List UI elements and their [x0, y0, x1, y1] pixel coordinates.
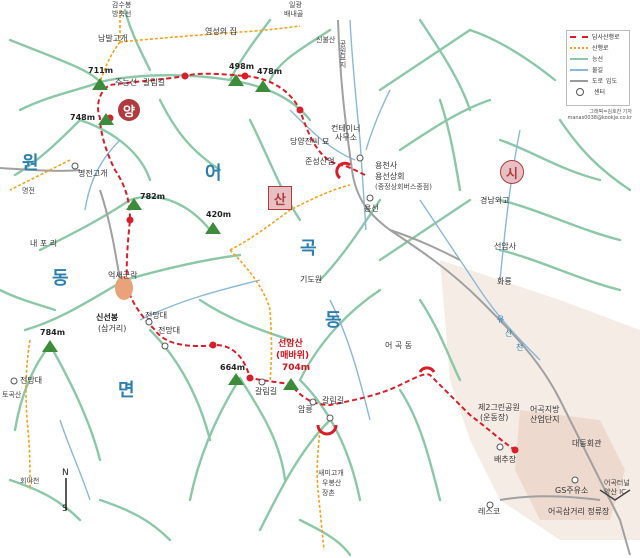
region-badge-yang: 양: [118, 99, 140, 121]
peak-711: 711m: [88, 66, 114, 75]
place-myeongjeon-l: 명전: [22, 187, 35, 195]
place-eogok-bridge: 어곡지방: [530, 405, 560, 414]
place-eogok-stop: 어곡삼거리 정류장: [548, 507, 610, 516]
main-route: [97, 72, 516, 451]
place-gijeok: 기도원: [300, 275, 323, 284]
place-gamsu-bottom: 방축선: [112, 10, 132, 18]
legend-water: 물길: [567, 64, 629, 75]
place-eoksae: 억새군락: [108, 271, 138, 280]
place-samgeori: (삼거리): [98, 324, 127, 333]
peak-498: 498m: [229, 62, 255, 71]
place-saemigogae: 새미고개: [318, 469, 344, 477]
place-galimgil2: 갈림길: [255, 387, 278, 396]
place-tokiyo: 토곡산: [2, 391, 22, 399]
landmark-points: [10, 154, 579, 509]
place-yangsan-ic: 양산 IC: [604, 488, 627, 496]
legend-route: 답사산행로: [567, 31, 629, 42]
river-cheon: 천: [516, 343, 524, 352]
place-galimgil3: 갈림길: [322, 396, 345, 405]
water-lines: [59, 19, 541, 501]
peak-478: 478m: [257, 67, 283, 76]
place-sinbul: 신불산: [316, 36, 336, 44]
place-eogokdong: 어 곡 동: [385, 341, 413, 350]
place-daedong: 대동회관: [572, 439, 602, 448]
place-gyeongnam: 경남외고: [480, 196, 510, 205]
place-eogok-bridge2: 산업단지: [530, 415, 560, 424]
peak-664: 664m: [220, 363, 246, 372]
compass-s: S: [62, 504, 68, 514]
roads: [0, 19, 631, 556]
place-jeungseong: 용선상회: [375, 172, 405, 181]
place-myeongjeon: 명전고개: [78, 169, 108, 178]
region-dong2: 동: [325, 310, 342, 331]
place-hwaryong: 화룡: [497, 277, 512, 286]
summit-seonamsan: 선암산: [278, 339, 303, 349]
place-gs: GS주유소: [555, 486, 589, 495]
place-galimgil1: 갈림길: [143, 78, 166, 87]
region-eo: 어: [205, 163, 222, 184]
place-gongwon: 공원묘지: [339, 40, 347, 68]
place-yeongil: 선암사: [494, 242, 517, 251]
place-green2: 제2그린공원: [478, 403, 520, 412]
legend-ridge: 능선: [567, 53, 629, 64]
region-won: 원: [22, 153, 39, 174]
summit-maebawi: (매바위): [276, 351, 310, 361]
peak-420: 420m: [206, 210, 232, 219]
place-samuso: 사무소: [335, 133, 358, 142]
summit-704: 704m: [282, 363, 311, 373]
place-jeonmang1: 전망대: [145, 311, 168, 320]
place-green2b: (운동장): [480, 413, 509, 422]
region-badge-san: 산: [268, 186, 292, 210]
place-jangchon: 장촌: [322, 489, 335, 497]
peak-784: 784m: [40, 328, 66, 337]
place-yeongseong: 영성의 집: [205, 27, 237, 36]
river-san: 산: [505, 329, 513, 338]
peak-symbols: [42, 74, 299, 390]
place-sinsun: 신선봉: [96, 313, 119, 322]
region-badge-si: 시: [500, 160, 524, 184]
place-baegnae: 배내골: [284, 10, 304, 18]
region-gok: 곡: [300, 238, 317, 259]
place-jeonmang2: 전망대: [158, 326, 181, 335]
place-baejugang: 배추장: [494, 455, 517, 464]
highway-icon: [599, 489, 631, 501]
compass: N S: [62, 468, 69, 514]
place-amryung: 암릉: [298, 405, 313, 414]
place-container: 컨테이너: [331, 124, 361, 133]
place-yongseon: 용선: [364, 204, 379, 213]
place-nambal: 남발고개: [98, 34, 128, 43]
river-yu: 유: [497, 315, 505, 324]
industrial-area: [515, 410, 625, 520]
compass-n: N: [62, 468, 69, 478]
place-jeonmang3: 전망대: [20, 376, 43, 385]
place-naepo: 내 포 리: [30, 239, 58, 248]
place-ilgwang: 일광: [289, 1, 302, 9]
place-junseong: 준성산업: [305, 157, 335, 166]
map-credit: 그래픽=김호찬 기자 manas0038@kookje.co.kr: [567, 109, 632, 121]
legend-landmark: 센터: [567, 86, 629, 97]
route-arcs: [316, 161, 436, 436]
place-jeungseong2: (종정상회버스종점): [375, 183, 432, 191]
place-leskil: 레스코: [478, 507, 501, 516]
peak-782: 782m: [140, 192, 166, 201]
place-gamsu-top: 감수봉: [112, 1, 132, 9]
sinseon-rock: [115, 276, 133, 300]
place-yongcheon: 용천사: [375, 161, 398, 170]
peak-748: 748m: [70, 113, 96, 122]
place-juneung: 주능선: [115, 78, 138, 87]
region-dong1: 동: [52, 268, 69, 289]
place-dangjeon: 당양전씨 묘: [290, 137, 330, 146]
region-myeon: 면: [118, 380, 135, 401]
place-woobong: 우봉산: [322, 479, 342, 487]
trails: [9, 10, 351, 551]
legend-trail: 산행로: [567, 42, 629, 53]
place-eogok-tnl: 어곡터널: [604, 479, 630, 487]
place-hoeya: 회야천: [20, 477, 40, 485]
